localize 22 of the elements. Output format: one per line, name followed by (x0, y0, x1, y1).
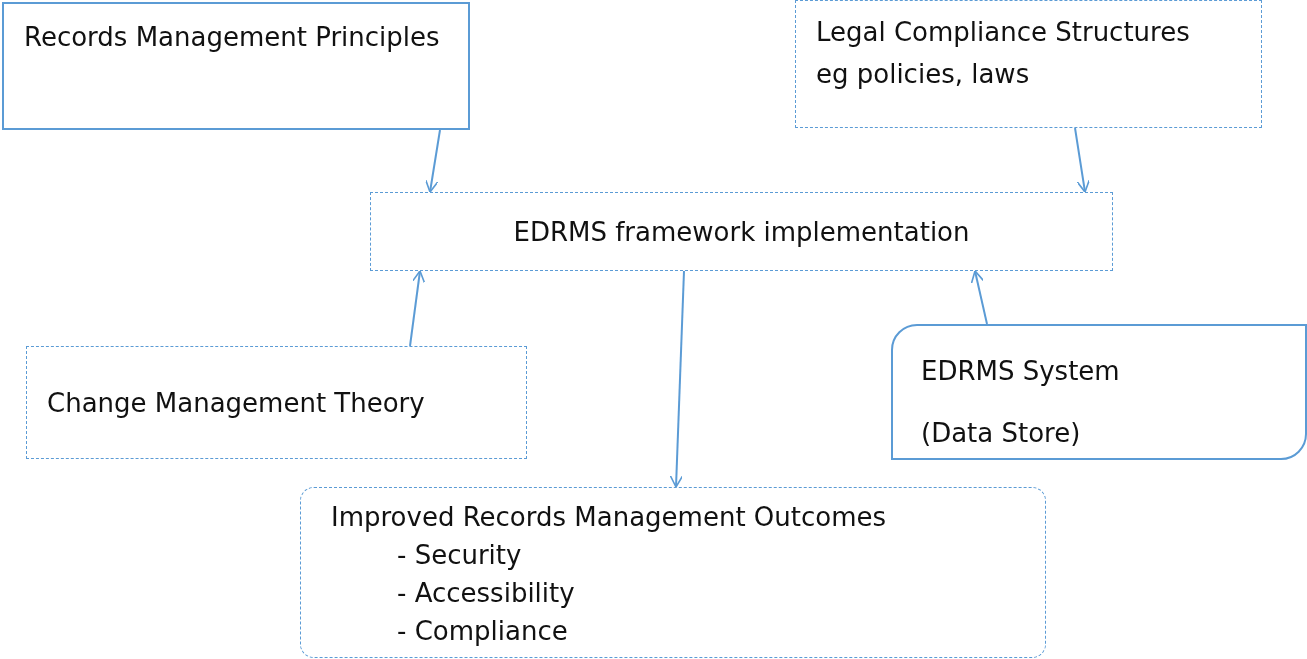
node-label: EDRMS framework implementation (513, 215, 970, 249)
list-item: - Compliance (397, 615, 568, 648)
node-label: Improved Records Management Outcomes (331, 501, 887, 534)
process-box (795, 0, 1262, 128)
arrow (409, 270, 426, 347)
node-label: Records Management Principles (24, 21, 440, 54)
node-label: (Data Store) (921, 417, 1081, 450)
process-box (26, 346, 527, 459)
arrow (425, 129, 441, 193)
process-box (370, 192, 1113, 271)
arrow (970, 270, 988, 325)
arrow (1074, 127, 1091, 193)
process-box (891, 324, 1307, 460)
node-label: EDRMS System (921, 355, 1120, 388)
node-label: Change Management Theory (47, 386, 425, 420)
list-item: - Security (397, 539, 522, 572)
list-item: - Accessibility (397, 577, 575, 610)
process-box (300, 487, 1046, 658)
process-box (2, 2, 470, 130)
arrow (669, 270, 685, 488)
node-label: Legal Compliance Structures (816, 16, 1190, 49)
node-label: eg policies, laws (816, 58, 1030, 91)
